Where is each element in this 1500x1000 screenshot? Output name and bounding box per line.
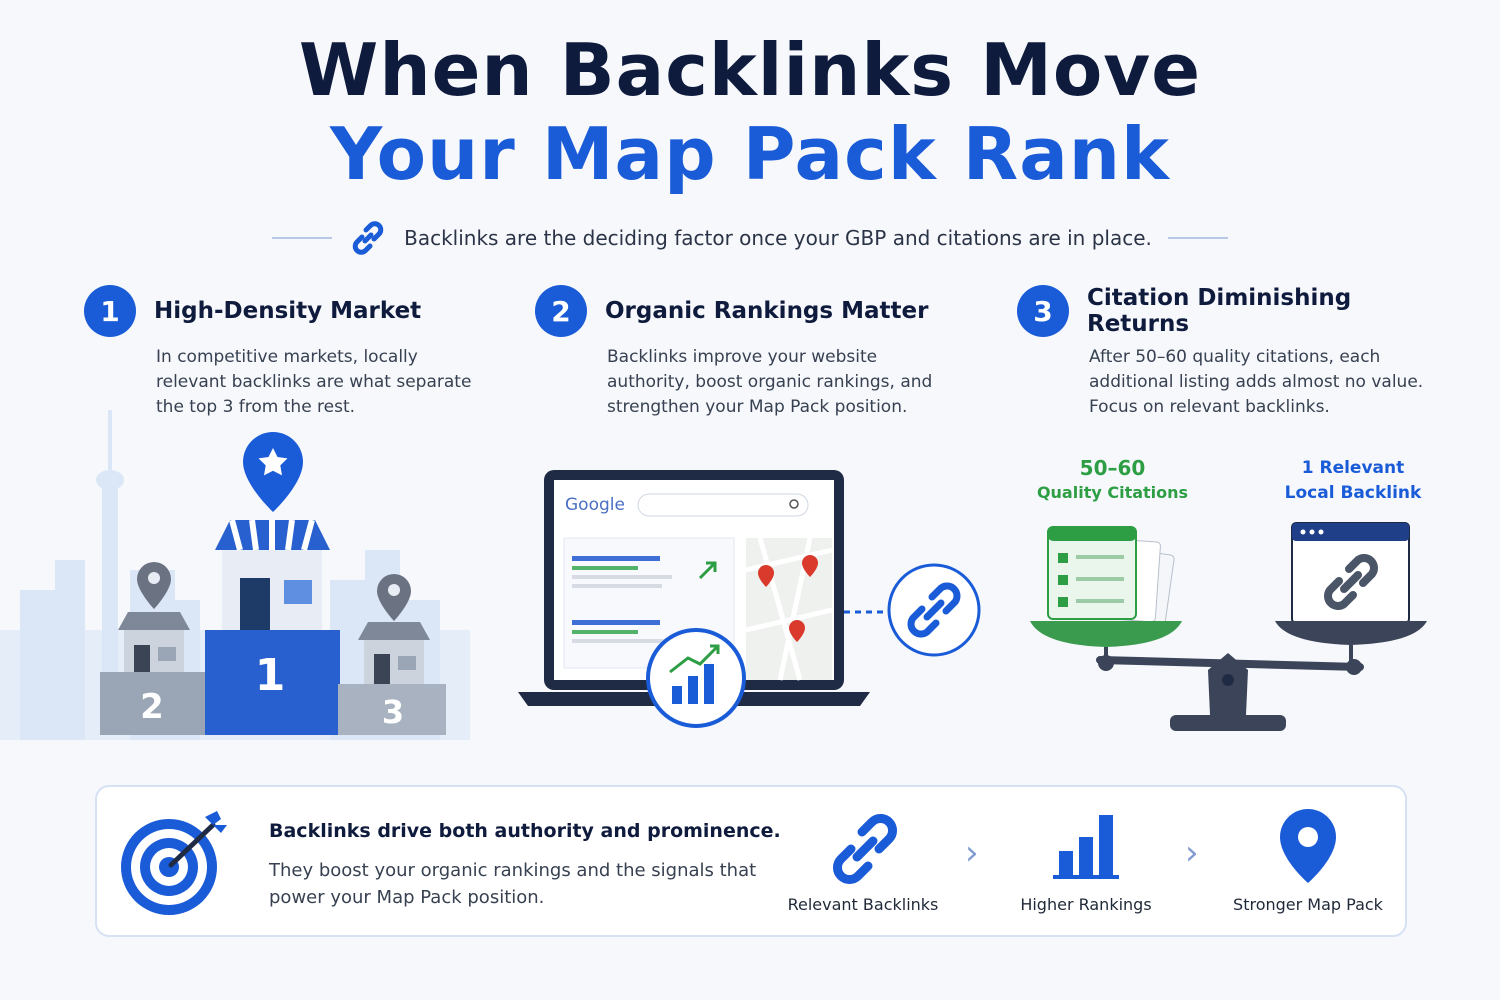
divider xyxy=(272,237,333,239)
column-citation-returns: 3 Citation Diminishing Returns After 50–… xyxy=(1017,285,1437,420)
flow-label-backlinks: Relevant Backlinks xyxy=(787,895,939,914)
chevron-right-icon: › xyxy=(965,833,979,873)
podium-third xyxy=(338,684,446,735)
column-organic-rankings: 2 Organic Rankings Matter Backlinks impr… xyxy=(535,285,935,420)
star-pin-icon xyxy=(243,432,303,512)
podium-illustration: 2 1 3 xyxy=(0,410,470,740)
store-third-icon xyxy=(358,622,430,684)
pin-icon xyxy=(377,574,411,621)
link-icon xyxy=(352,221,384,255)
column-title: Organic Rankings Matter xyxy=(605,298,929,324)
column-body: Backlinks improve your website authority… xyxy=(607,347,933,417)
page-title-line-2: Your Map Pack Rank xyxy=(330,112,1170,196)
podium-third-label: 3 xyxy=(382,693,404,731)
map-pin-icon xyxy=(802,555,818,577)
column-body: After 50–60 quality citations, each addi… xyxy=(1089,347,1424,417)
citation-documents-icon xyxy=(1047,526,1175,625)
scale-right-caption: Local Backlink xyxy=(1284,483,1422,503)
chevron-right-icon: › xyxy=(1185,833,1199,873)
store-second-icon xyxy=(118,612,190,672)
link-icon xyxy=(833,814,897,884)
column-high-density: 1 High-Density Market In competitive mar… xyxy=(84,285,484,420)
subtitle-row: Backlinks are the deciding factor once y… xyxy=(0,218,1500,258)
scale-right-label: 1 Relevant Local Backlink xyxy=(1258,456,1448,506)
podium-second-label: 2 xyxy=(140,687,164,727)
divider xyxy=(1167,237,1228,239)
subtitle: Backlinks are the deciding factor once y… xyxy=(404,226,1152,250)
store-first-icon xyxy=(215,519,330,630)
summary-heading: Backlinks drive both authority and promi… xyxy=(269,820,781,842)
bar-chart-icon xyxy=(1053,815,1119,879)
search-icon xyxy=(789,499,799,509)
scale-base xyxy=(1170,715,1286,731)
step-number-badge: 1 xyxy=(84,285,136,337)
scale-left-caption: Quality Citations xyxy=(1036,483,1189,502)
summary-panel: Backlinks drive both authority and promi… xyxy=(95,785,1407,937)
backlink-window-icon xyxy=(1291,522,1410,624)
scale-left-label: 50–60 Quality Citations xyxy=(1020,455,1205,505)
map-pin-icon xyxy=(758,565,774,587)
pin-icon xyxy=(137,562,171,609)
target-icon xyxy=(121,811,227,915)
google-logo: Google xyxy=(565,495,625,515)
trend-arrow-icon xyxy=(698,561,717,580)
column-title: Citation Diminishing Returns xyxy=(1087,285,1352,337)
column-title: High-Density Market xyxy=(154,298,422,324)
map-pin-icon xyxy=(789,620,805,642)
step-number-badge: 3 xyxy=(1017,285,1069,337)
search-bar xyxy=(637,493,809,517)
page-title-line-1: When Backlinks Move xyxy=(298,28,1202,112)
podium-first-label: 1 xyxy=(255,650,286,701)
scale-right-value: 1 Relevant xyxy=(1301,458,1405,478)
laptop-illustration: Google xyxy=(518,470,981,728)
scale-left-value: 50–60 xyxy=(1079,456,1146,480)
podium-first xyxy=(205,630,340,735)
summary-text: They boost your organic rankings and the… xyxy=(269,860,757,908)
flow-label-rankings: Higher Rankings xyxy=(1020,895,1152,914)
column-body: In competitive markets, locally relevant… xyxy=(156,347,472,417)
map-pin-icon xyxy=(1280,809,1336,883)
scale-pan-right xyxy=(1275,621,1427,645)
scale-pan-left xyxy=(1030,621,1182,647)
step-number-badge: 2 xyxy=(535,285,587,337)
podium-second xyxy=(100,672,210,735)
balance-scale-illustration xyxy=(1030,522,1427,731)
flow-label-map-pack: Stronger Map Pack xyxy=(1233,895,1383,914)
